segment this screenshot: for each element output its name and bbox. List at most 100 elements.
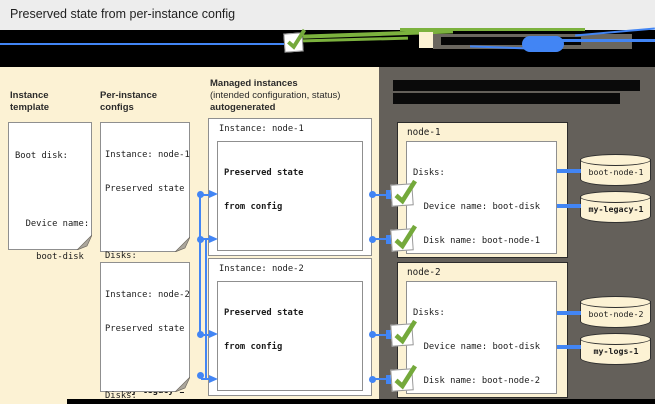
flow-line	[373, 378, 388, 380]
status-check-icon	[390, 364, 418, 392]
template-line: Boot disk:	[15, 151, 68, 162]
flow-line	[373, 193, 388, 196]
flow-line	[373, 238, 388, 240]
legend-blue-line-1	[560, 39, 655, 42]
flow-dot	[369, 235, 376, 243]
flow-dot	[369, 331, 376, 338]
vm-boot-disk-line: Disk name: boot-node-1	[413, 235, 541, 246]
header-line: configs	[100, 102, 134, 113]
vm-boot-device-line: Device name: boot-disk	[413, 202, 541, 213]
preserved-state-heading: from config	[224, 342, 283, 353]
flow-line	[201, 193, 209, 196]
vm-panel-header-redacted-line-1	[393, 80, 640, 91]
flow-arrowhead	[209, 374, 218, 383]
config-instance-line: Instance: node-1	[105, 150, 190, 161]
config-preserved-line: Preserved state	[105, 184, 185, 195]
disk-cylinder-boot-node-1: boot-node-1	[580, 154, 652, 187]
disk-link-line	[557, 345, 581, 349]
vm-disks-label: Disks:	[413, 308, 445, 319]
header-line: Per-instance	[100, 90, 158, 101]
template-line: boot-disk	[15, 252, 84, 263]
config-preserved-line: Preserved state	[105, 324, 185, 335]
column-header-per-instance-configs: Per-instance configs	[100, 90, 157, 114]
managed-instance-box-node-2: Instance: node-2 Preserved state from co…	[208, 258, 372, 396]
per-instance-config-box-node-2: Instance: node-2 Preserved state Disks: …	[100, 262, 190, 401]
cylinder-top	[580, 333, 651, 345]
flow-arrowhead	[209, 190, 218, 198]
cylinder-top	[580, 296, 651, 308]
config-disks-label: Disks:	[105, 251, 137, 262]
legend-green-streak-3	[400, 28, 585, 31]
disk-link-line	[557, 311, 581, 315]
header-line: template	[10, 102, 50, 113]
vm-config-box: Disks: Device name: boot-disk Disk name:…	[406, 281, 557, 394]
legend-redacted-text	[441, 37, 581, 45]
flow-line	[373, 333, 388, 336]
config-disks-label: Disks:	[105, 391, 137, 402]
check-icon	[394, 224, 418, 249]
header-line: autogenerated	[210, 102, 276, 113]
header-line: (intended configuration, status)	[210, 90, 341, 101]
template-line: Device name:	[15, 218, 90, 229]
check-icon	[394, 319, 418, 345]
legend-band	[0, 27, 655, 67]
flow-dot	[197, 371, 204, 379]
vm-instance-box-node-2: node-2 Disks: Device name: boot-disk Dis…	[397, 262, 568, 398]
disk-link-line	[557, 169, 581, 173]
vm-disks-label: Disks:	[413, 168, 445, 179]
legend-flow-line	[0, 43, 284, 45]
flow-arrowhead	[209, 234, 218, 243]
flow-dot	[369, 191, 376, 198]
bottom-bar	[67, 399, 655, 404]
check-icon	[287, 28, 307, 50]
disk-name-label: my-logs-1	[593, 346, 639, 356]
header-line: Managed instances	[210, 78, 298, 89]
disk-cylinder-boot-node-2: boot-node-2	[580, 296, 652, 329]
config-instance-line: Instance: node-2	[105, 290, 190, 301]
instance-template-box: Boot disk: Device name: boot-disk	[8, 122, 92, 262]
flow-line	[201, 333, 209, 336]
cylinder-top	[580, 191, 651, 203]
status-check-icon	[390, 179, 418, 207]
vm-panel-header-redacted-line-2	[393, 93, 620, 104]
flow-dot	[197, 235, 204, 243]
flow-dot	[197, 191, 204, 198]
vm-boot-disk-line: Disk name: boot-node-2	[413, 375, 541, 386]
vm-instance-box-node-1: node-1 Disks: Device name: boot-disk Dis…	[397, 122, 568, 404]
disk-cylinder-my-legacy-1: my-legacy-1	[580, 191, 652, 224]
status-check-icon	[390, 319, 418, 347]
check-icon	[394, 179, 418, 205]
legend-check-icon	[283, 28, 307, 53]
flow-line	[201, 378, 209, 381]
legend-config-swatch	[419, 32, 433, 48]
disk-name-label: boot-node-1	[588, 167, 644, 177]
page-fold-icon	[174, 236, 190, 252]
disk-link-line	[557, 204, 581, 208]
preserved-state-heading: from config	[224, 202, 283, 213]
vm-config-box: Disks: Device name: boot-disk Disk name:…	[406, 141, 557, 404]
vm-instance-title: node-2	[407, 267, 441, 278]
preserved-state-heading: Preserved state	[224, 308, 304, 319]
check-icon	[394, 364, 418, 389]
preserved-state-heading: Preserved state	[224, 168, 304, 179]
vm-boot-device-line: Device name: boot-disk	[413, 342, 541, 353]
flow-trunk-line	[205, 239, 207, 380]
column-header-instance-template: Instance template	[10, 90, 49, 114]
page-fold-icon	[174, 376, 190, 392]
status-check-icon	[390, 224, 418, 252]
cylinder-top	[580, 154, 651, 166]
page-title: Preserved state from per-instance config	[10, 7, 236, 21]
disk-cylinder-my-logs-1: my-logs-1	[580, 333, 652, 366]
title-bar: Preserved state from per-instance config	[0, 0, 655, 30]
vm-instance-title: node-1	[407, 127, 441, 138]
flow-dot	[369, 375, 376, 383]
per-instance-config-box-node-1: Instance: node-1 Preserved state Disks: …	[100, 122, 190, 396]
preserved-state-box: Preserved state from config Disks: Devic…	[217, 141, 363, 404]
disk-name-label: boot-node-2	[588, 309, 644, 319]
preserved-state-box: Preserved state from config Disks: Devic…	[217, 281, 363, 391]
flow-dot	[197, 331, 204, 338]
managed-instance-title: Instance: node-1	[219, 124, 304, 134]
managed-instance-box-node-1: Instance: node-1 Preserved state from co…	[208, 118, 372, 404]
flow-line	[201, 238, 209, 241]
